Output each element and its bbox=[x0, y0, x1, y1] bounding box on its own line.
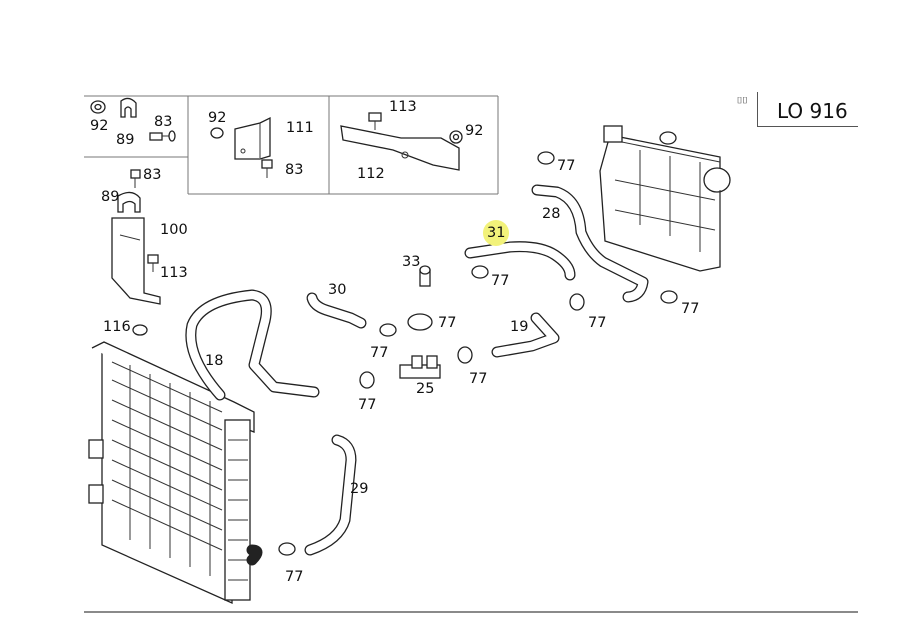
label-77[interactable]: 77 bbox=[681, 301, 700, 317]
label-83[interactable]: 83 bbox=[143, 167, 162, 183]
bracket-100 bbox=[111, 169, 161, 336]
label-83[interactable]: 83 bbox=[154, 114, 173, 130]
label-77[interactable]: 77 bbox=[285, 569, 304, 585]
panel1-parts bbox=[90, 97, 176, 142]
label-77[interactable]: 77 bbox=[358, 397, 377, 413]
label-77[interactable]: 77 bbox=[469, 371, 488, 387]
clamps bbox=[278, 151, 678, 556]
label-83[interactable]: 83 bbox=[285, 162, 304, 178]
label-113[interactable]: 113 bbox=[389, 99, 417, 115]
small-parts-frames bbox=[84, 95, 499, 195]
hoses bbox=[185, 184, 649, 566]
label-92[interactable]: 92 bbox=[90, 118, 109, 134]
label-112[interactable]: 112 bbox=[357, 166, 385, 182]
expansion-tank bbox=[599, 125, 731, 272]
label-77[interactable]: 77 bbox=[438, 315, 457, 331]
label-111[interactable]: 111 bbox=[286, 120, 314, 136]
label-29[interactable]: 29 bbox=[350, 481, 369, 497]
label-92[interactable]: 92 bbox=[208, 110, 227, 126]
label-31[interactable]: 31 bbox=[483, 220, 510, 246]
label-31-text: 31 bbox=[483, 220, 510, 246]
radiator bbox=[88, 341, 255, 605]
label-92[interactable]: 92 bbox=[465, 123, 484, 139]
label-89[interactable]: 89 bbox=[101, 189, 120, 205]
label-100[interactable]: 100 bbox=[160, 222, 188, 238]
label-28[interactable]: 28 bbox=[542, 206, 561, 222]
label-77[interactable]: 77 bbox=[370, 345, 389, 361]
diagram-title: LO 916 bbox=[777, 99, 848, 123]
label-30[interactable]: 30 bbox=[328, 282, 347, 298]
t-piece-and-fitting bbox=[399, 265, 441, 379]
title-box bbox=[757, 92, 858, 127]
label-77[interactable]: 77 bbox=[588, 315, 607, 331]
label-116[interactable]: 116 bbox=[103, 319, 131, 335]
label-113[interactable]: 113 bbox=[160, 265, 188, 281]
title-mark: ⌷⌷ bbox=[737, 96, 748, 106]
label-77[interactable]: 77 bbox=[557, 158, 576, 174]
label-89[interactable]: 89 bbox=[116, 132, 135, 148]
label-33[interactable]: 33 bbox=[402, 254, 421, 270]
label-77[interactable]: 77 bbox=[491, 273, 510, 289]
panel3-parts bbox=[340, 112, 463, 171]
label-19[interactable]: 19 bbox=[510, 319, 529, 335]
label-18[interactable]: 18 bbox=[205, 353, 224, 369]
label-25[interactable]: 25 bbox=[416, 381, 435, 397]
panel2-parts bbox=[210, 116, 273, 178]
